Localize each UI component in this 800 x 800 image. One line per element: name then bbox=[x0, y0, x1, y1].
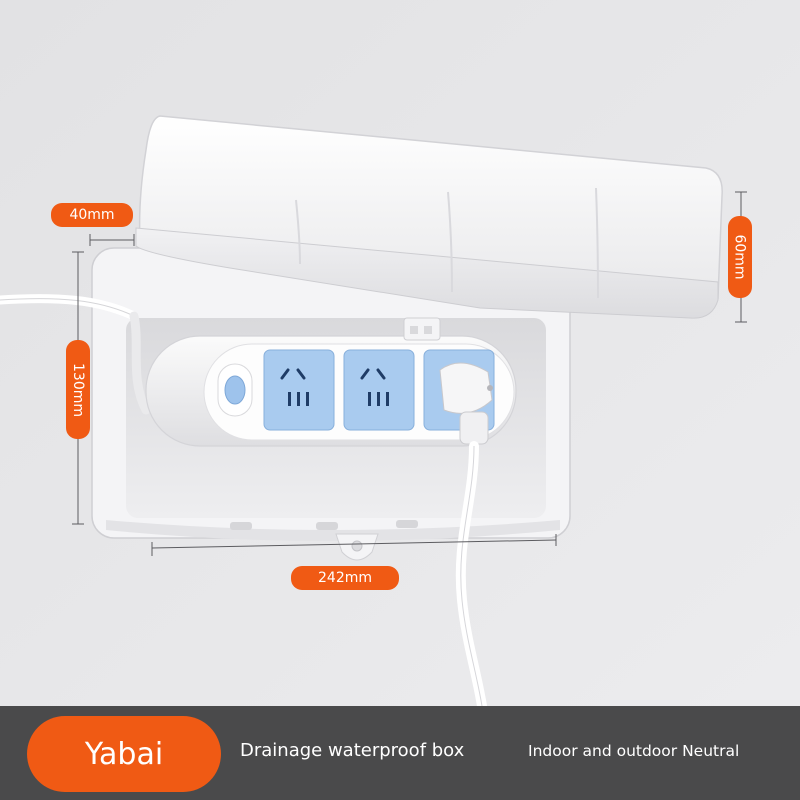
width-dimension-tag: 242mm bbox=[291, 566, 399, 590]
power-strip bbox=[145, 335, 517, 447]
brand-badge: Yabai bbox=[27, 716, 221, 792]
height-dimension-tag: 130mm bbox=[66, 340, 90, 439]
box-lid bbox=[135, 115, 723, 341]
lid-dimension-tag: 60mm bbox=[728, 216, 752, 298]
input-cable bbox=[0, 294, 151, 415]
depth-dimension-tag: 40mm bbox=[51, 203, 133, 227]
depth-dimension-label: 40mm bbox=[69, 207, 115, 223]
width-dimension-label: 242mm bbox=[318, 570, 372, 586]
height-dimension-label: 130mm bbox=[70, 362, 86, 417]
lid-dimension-label: 60mm bbox=[732, 234, 748, 280]
product-tagline: Indoor and outdoor Neutral bbox=[528, 742, 740, 760]
product-photo bbox=[0, 0, 800, 706]
brand-name: Yabai bbox=[84, 736, 164, 772]
product-name: Drainage waterproof box bbox=[240, 740, 465, 761]
